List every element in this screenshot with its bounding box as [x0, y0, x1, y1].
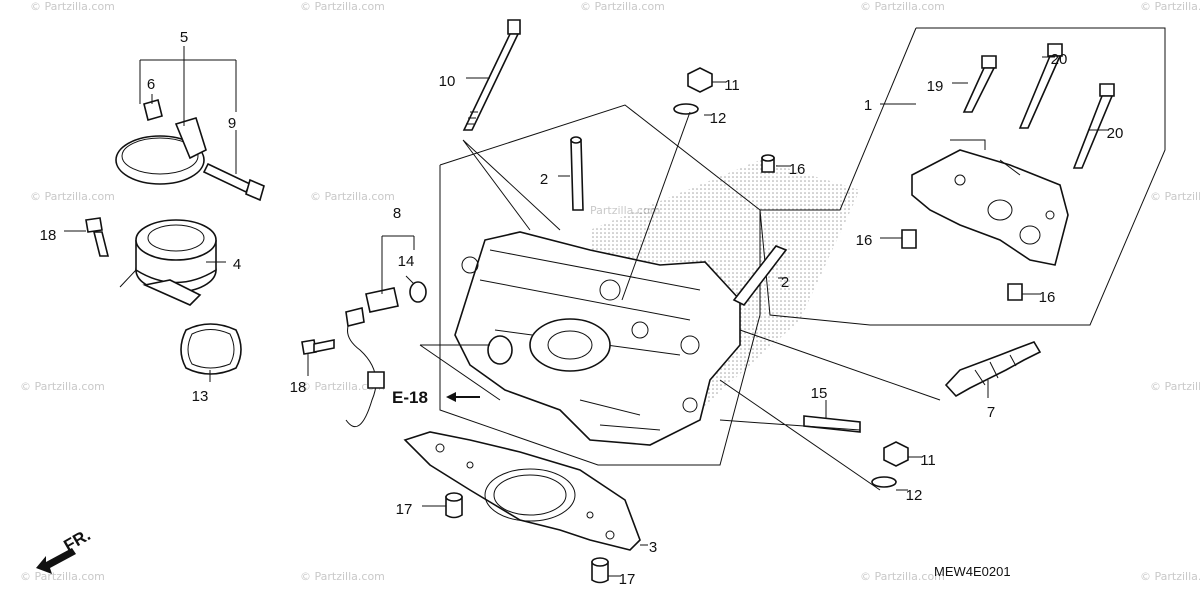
- sensor-8: [345, 287, 399, 428]
- dowel-pin-16-right: [1007, 283, 1023, 301]
- head-frame: [439, 104, 761, 466]
- watermark: © Partzilla.com: [310, 190, 395, 203]
- reference-arrow: [446, 392, 480, 402]
- callout-16: 16: [856, 232, 873, 249]
- watermark: © Partzilla.com: [20, 570, 105, 583]
- head-gasket: [403, 431, 641, 551]
- front-arrow: [36, 548, 76, 574]
- watermark: © Partzilla.com: [30, 0, 115, 13]
- bolt-10: [462, 19, 521, 131]
- o-ring-14: [409, 281, 427, 303]
- watermark-layer: © Partzilla.com © Partzilla.com © Partzill…: [20, 0, 1200, 583]
- clip-6: [143, 99, 163, 121]
- nut-11-lower: [871, 441, 909, 488]
- dowel-pin-17-lower: [591, 557, 609, 584]
- callout-16: 16: [789, 161, 806, 178]
- insulator-4: [135, 219, 217, 306]
- callout-11: 11: [920, 452, 936, 469]
- callout-8: 8: [393, 205, 401, 222]
- watermark: © Partzilla.com: [1140, 0, 1200, 13]
- leader-lines: [64, 46, 1108, 577]
- watermark: © Partzilla.com: [1150, 380, 1200, 393]
- callout-10: 10: [439, 73, 456, 90]
- callout-2: 2: [540, 171, 548, 188]
- stud-15: [803, 415, 861, 433]
- reference-label: E-18: [392, 388, 428, 407]
- callout-18: 18: [290, 379, 307, 396]
- watermark: © Partzilla.com: [860, 0, 945, 13]
- callout-6: 6: [147, 76, 155, 93]
- dowel-pin-16-head: [761, 154, 775, 173]
- callout-14: 14: [398, 253, 415, 270]
- callout-5: 5: [180, 29, 188, 46]
- callout-3: 3: [649, 539, 657, 556]
- callout-15: 15: [811, 385, 828, 402]
- watermark: © Partzilla.com: [860, 570, 945, 583]
- front-label: FR.: [61, 525, 94, 555]
- watermark: © Partzilla.com: [20, 380, 105, 393]
- bolt-18-lower: [301, 339, 335, 355]
- cylinder-head: [454, 231, 741, 446]
- bolt-20-left: [1018, 43, 1063, 129]
- callout-12: 12: [710, 110, 727, 127]
- callout-19: 19: [927, 78, 944, 95]
- watermark: © Partzilla.com: [300, 570, 385, 583]
- bolt-20-right: [1072, 83, 1115, 169]
- bolt-18-left: [85, 217, 110, 257]
- dowel-pin-17-upper: [445, 492, 463, 519]
- stud-2-upper: [570, 136, 584, 211]
- watermark: © Partzilla.com: [300, 380, 385, 393]
- callout-18: 18: [40, 227, 57, 244]
- watermark: © Partzilla.com: [1150, 190, 1200, 203]
- callout-9: 9: [228, 115, 236, 132]
- watermark: © Partzilla.com: [580, 0, 665, 13]
- callout-20: 20: [1107, 125, 1124, 142]
- diagram-code: MEW4E0201: [934, 564, 1011, 579]
- callout-2: 2: [781, 274, 789, 291]
- watermark: © Partzilla.com: [300, 0, 385, 13]
- watermark: © Partzilla.com: [30, 190, 115, 203]
- o-ring-13: [180, 323, 242, 375]
- callout-11: 11: [724, 77, 740, 94]
- dowel-pin-16-left: [901, 229, 917, 249]
- callout-1: 1: [864, 97, 872, 114]
- watermark: © Partzilla.com: [1140, 570, 1200, 583]
- callout-12: 12: [906, 487, 923, 504]
- clamp-band: [115, 117, 207, 185]
- callout-17: 17: [396, 501, 413, 518]
- callout-13: 13: [192, 388, 209, 405]
- callout-17: 17: [619, 571, 636, 588]
- stud-2-lower: [732, 245, 788, 307]
- bolt-19: [962, 55, 997, 113]
- rocker-frame: [759, 27, 1166, 326]
- nut-11-upper: [673, 67, 713, 115]
- callout-4: 4: [233, 256, 241, 273]
- screw-9: [202, 162, 265, 202]
- callout-16: 16: [1039, 289, 1056, 306]
- callout-7: 7: [987, 404, 995, 421]
- callout-20: 20: [1051, 51, 1068, 68]
- spark-plug: [944, 341, 1042, 398]
- rocker-holder: [911, 139, 1069, 266]
